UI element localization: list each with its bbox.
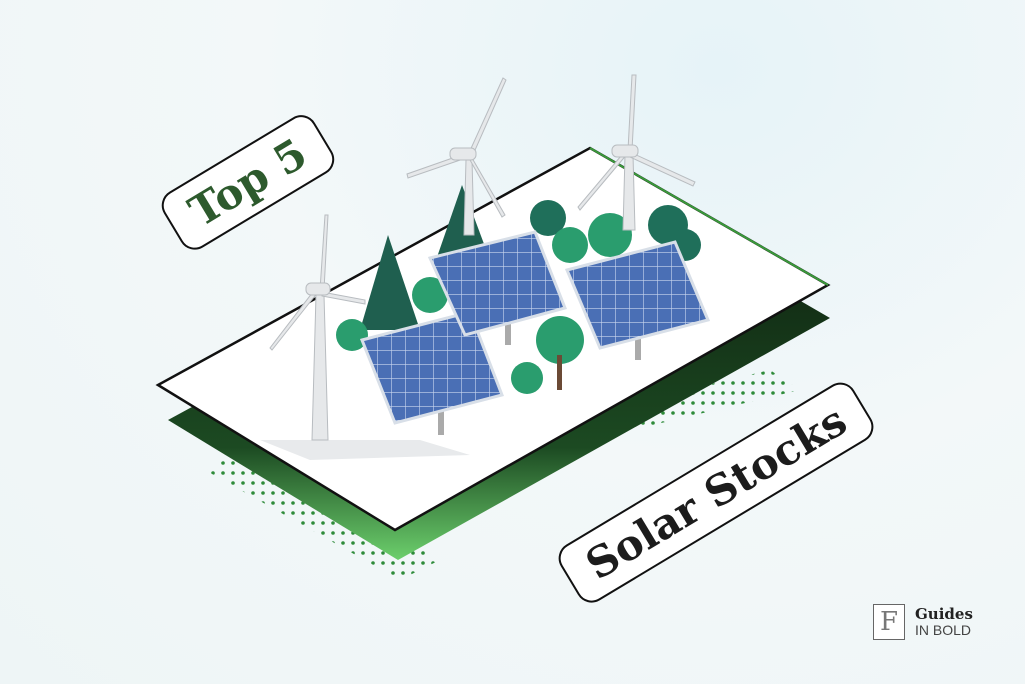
solar-panel (359, 230, 711, 435)
wind-turbine (269, 74, 696, 441)
logo-line2: IN BOLD (915, 622, 972, 638)
guides-in-bold-logo: F Guides IN BOLD (873, 604, 973, 640)
logo-mark-icon: F (873, 604, 905, 640)
logo-line1: Guides (915, 605, 973, 623)
pine-tree (360, 185, 490, 330)
